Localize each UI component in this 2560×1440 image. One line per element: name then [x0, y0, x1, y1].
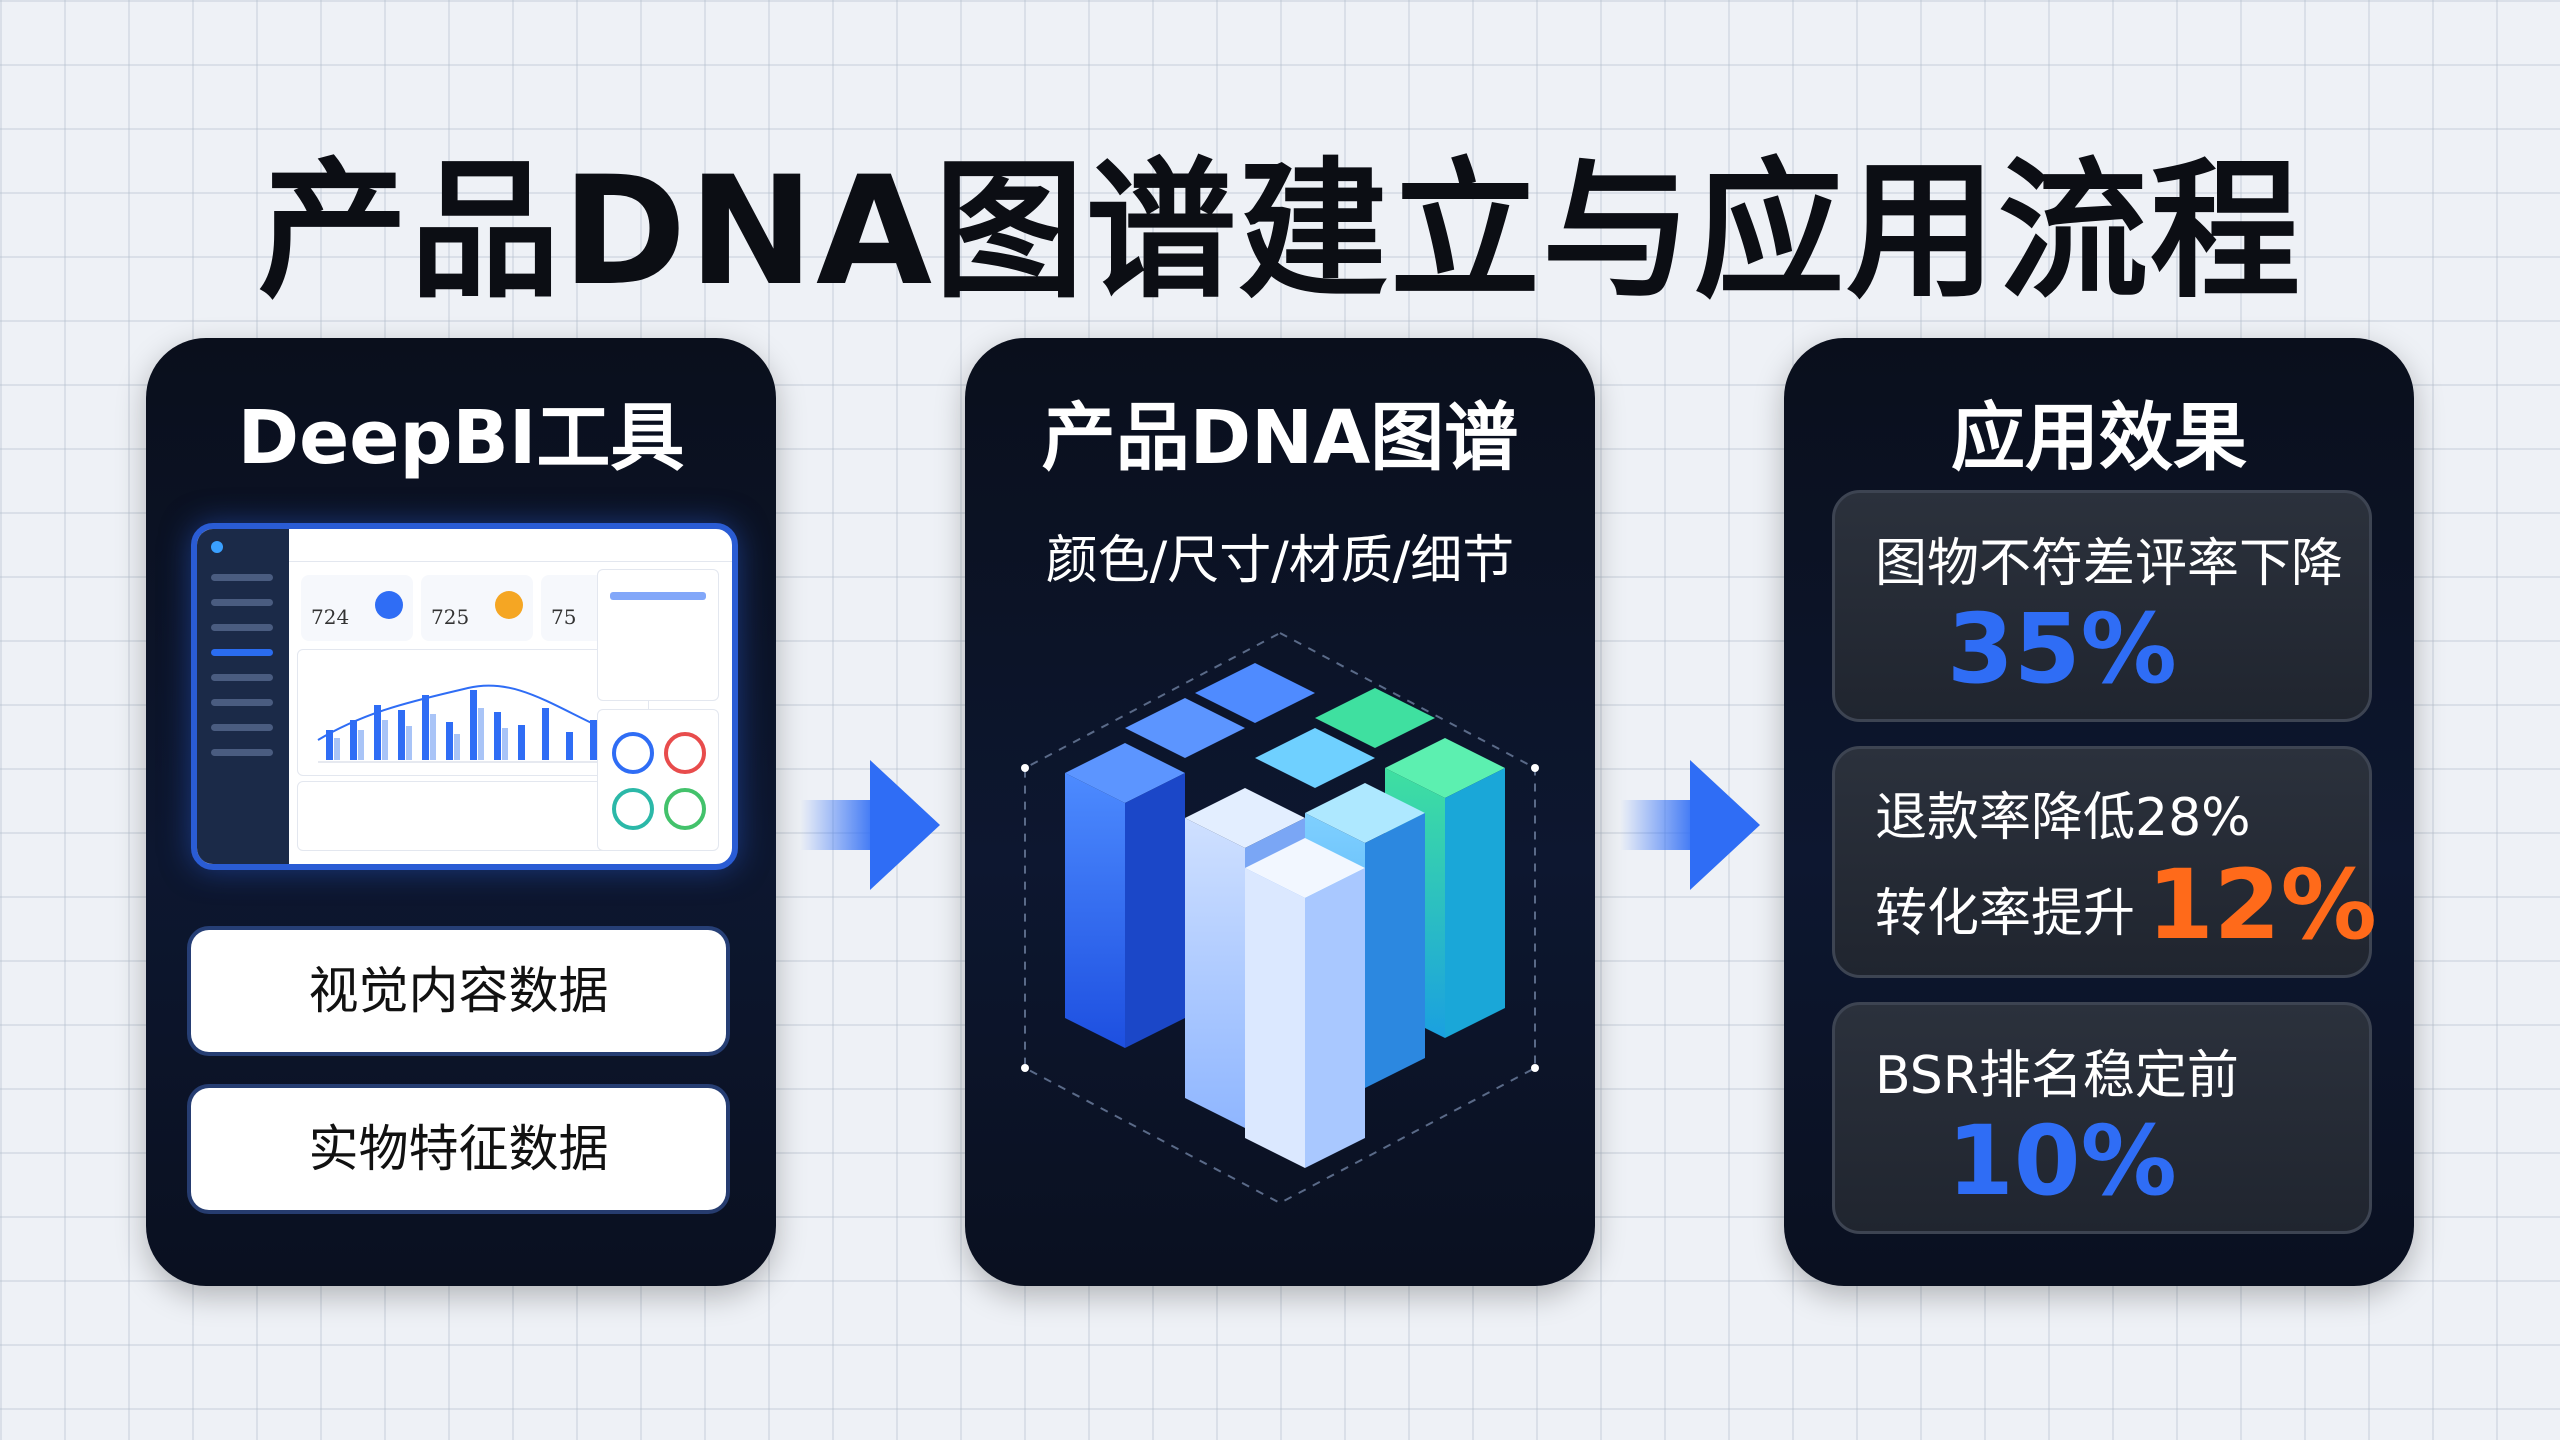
visual-content-data-box: 视觉内容数据 — [191, 930, 726, 1052]
metric-refund-conversion: 退款率降低28% 转化率提升 12% — [1832, 746, 2377, 978]
calendar-panel — [597, 569, 719, 701]
metric-label: 退款率降低28% — [1875, 788, 2251, 848]
circle-icon — [664, 788, 706, 830]
list-panel — [297, 781, 649, 851]
metric-label: 图物不符差评率下降 — [1875, 534, 2344, 594]
metric-label: BSR排名稳定前 — [1875, 1046, 2239, 1106]
physical-feature-data-box: 实物特征数据 — [191, 1088, 726, 1210]
metric-mismatch-review: 图物不符差评率下降 35% — [1832, 490, 2372, 722]
logo-icon — [211, 541, 223, 553]
application-effect-card: 应用效果 图物不符差评率下降 35% 退款率降低28% 转化率提升 12% BS… — [1784, 338, 2414, 1286]
metric-label: 转化率提升 — [1875, 884, 2136, 944]
card-title-effect: 应用效果 — [1951, 395, 2247, 481]
icon-grid-panel — [597, 709, 719, 851]
metric-value: 35% — [1947, 593, 2177, 705]
dashboard-screenshot: 724 725 75 — [191, 523, 738, 870]
arrow-right-icon — [1620, 760, 1760, 890]
product-dna-card: 产品DNA图谱 颜色/尺寸/材质/细节 — [965, 338, 1595, 1286]
circle-icon — [612, 788, 654, 830]
page-title: 产品DNA图谱建立与应用流程 — [257, 145, 2303, 319]
circle-icon — [664, 732, 706, 774]
dna-cube-graphic — [1021, 631, 1539, 1205]
bar-chart-thumbnail — [317, 684, 628, 763]
metric-value: 12% — [2147, 849, 2377, 961]
dna-attributes: 颜色/尺寸/材质/细节 — [1045, 531, 1515, 591]
card-title-deepbi: DeepBI工具 — [237, 395, 685, 481]
card-title-dna: 产品DNA图谱 — [1041, 395, 1519, 481]
stat-card: 725 — [421, 575, 533, 641]
dashboard-topbar — [289, 529, 732, 562]
stat-card: 724 — [301, 575, 413, 641]
metric-bsr-rank: BSR排名稳定前 10% — [1832, 1002, 2372, 1234]
dashboard-sidebar — [197, 529, 289, 864]
deepbi-tool-card: DeepBI工具 724 725 75 — [146, 338, 776, 1286]
arrow-right-icon — [800, 760, 940, 890]
circle-icon — [612, 732, 654, 774]
metric-value: 10% — [1947, 1105, 2177, 1217]
